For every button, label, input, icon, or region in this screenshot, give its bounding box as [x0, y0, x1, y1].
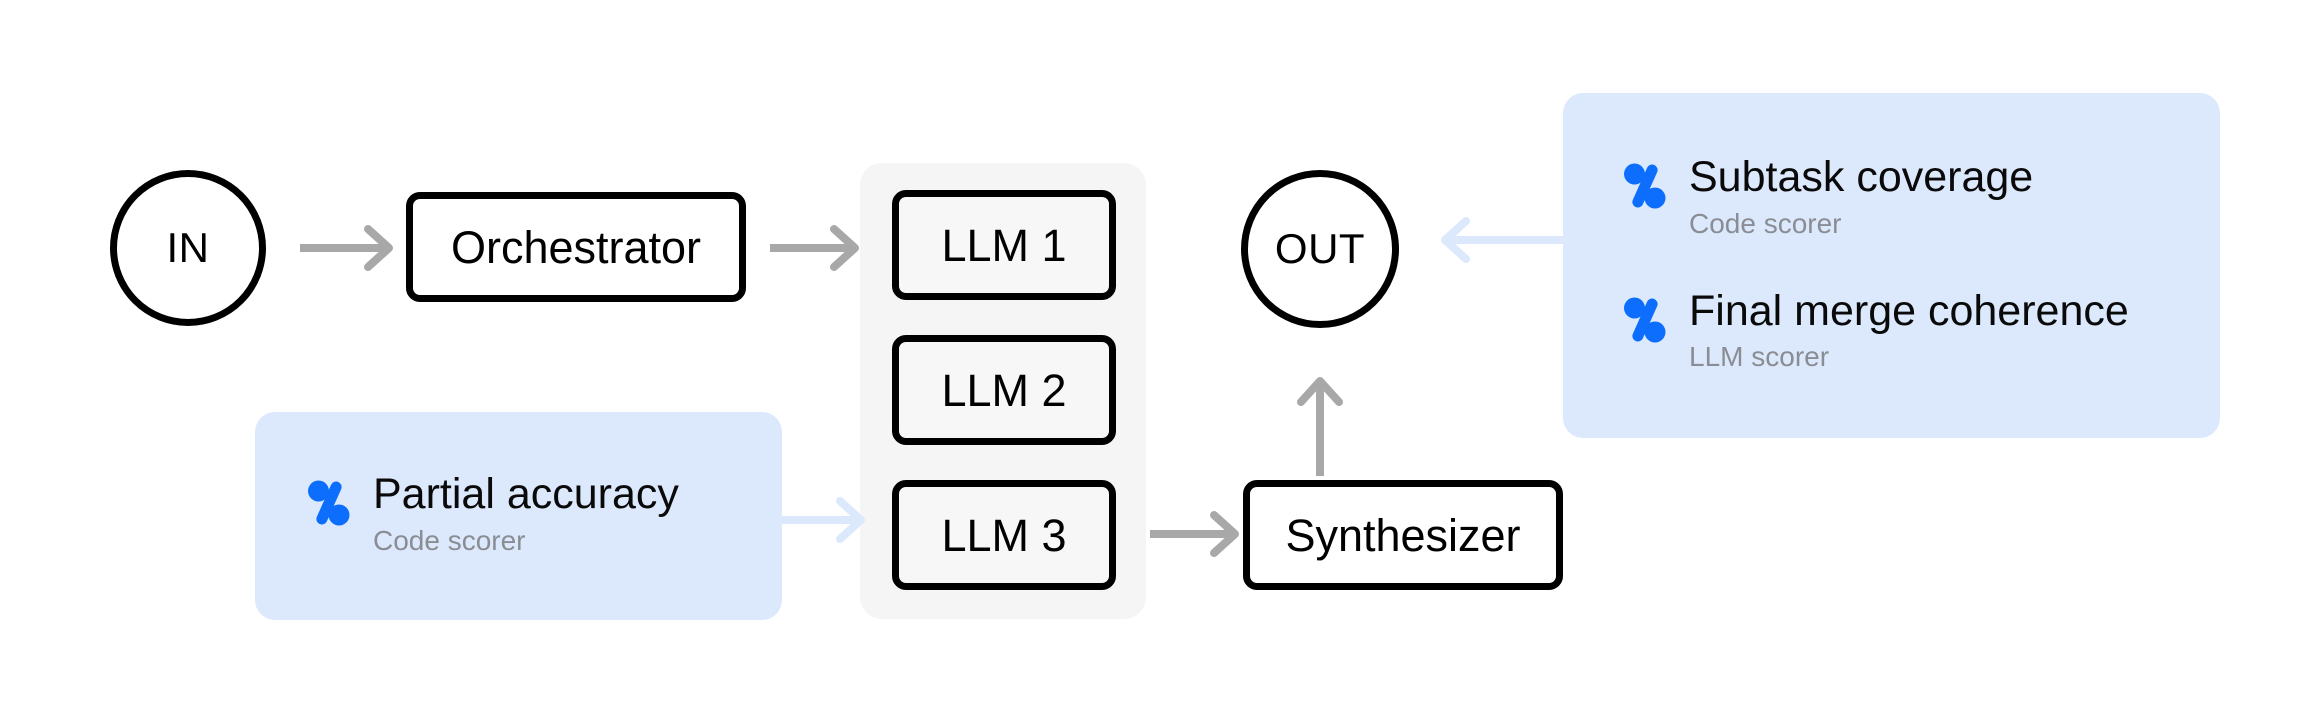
- node-llm-3[interactable]: LLM 3: [892, 480, 1116, 590]
- node-llm-2-label: LLM 2: [941, 364, 1067, 416]
- scorer-subtitle: Code scorer: [373, 524, 526, 556]
- node-out-label: OUT: [1274, 225, 1366, 272]
- connector-orchestrator-to-llm-bank: [770, 225, 866, 271]
- node-in-label: IN: [166, 224, 210, 271]
- node-synthesizer-label: Synthesizer: [1285, 509, 1521, 561]
- scorer-entry-text: Subtask coverage Code scorer: [1689, 155, 2033, 242]
- scorer-subtitle: Code scorer: [1689, 207, 1842, 239]
- node-orchestrator[interactable]: Orchestrator: [406, 192, 746, 302]
- scorer-title: Final merge coherence: [1689, 286, 2129, 335]
- scorer-card-right[interactable]: Subtask coverage Code scorer Final merge…: [1563, 93, 2220, 438]
- node-synthesizer[interactable]: Synthesizer: [1243, 480, 1563, 590]
- node-llm-1-label: LLM 1: [941, 219, 1067, 271]
- node-llm-1[interactable]: LLM 1: [892, 190, 1116, 300]
- scorer-title: Partial accuracy: [373, 470, 679, 519]
- connector-in-to-orchestrator: [300, 225, 400, 271]
- connector-right-scorer-to-out: [1432, 217, 1572, 263]
- percent-scorer-icon: [1623, 163, 1667, 209]
- scorer-title: Subtask coverage: [1689, 153, 2034, 202]
- connector-synthesizer-to-out: [1297, 372, 1343, 476]
- node-orchestrator-label: Orchestrator: [450, 221, 702, 273]
- node-llm-bank-group: LLM 1 LLM 2 LLM 3: [860, 163, 1146, 619]
- scorer-subtitle: LLM scorer: [1689, 341, 1830, 373]
- connector-llm3-to-synthesizer: [1150, 511, 1246, 557]
- scorer-entry-text: Final merge coherence LLM scorer: [1689, 286, 2129, 376]
- node-out[interactable]: OUT: [1241, 170, 1399, 328]
- node-llm-2[interactable]: LLM 2: [892, 335, 1116, 445]
- scorer-entry-final-merge-coherence[interactable]: Final merge coherence LLM scorer: [1623, 286, 2220, 376]
- node-llm-3-label: LLM 3: [941, 509, 1067, 561]
- percent-scorer-icon: [307, 480, 351, 526]
- scorer-entry-text: Partial accuracy Code scorer: [373, 472, 679, 559]
- percent-scorer-icon: [1623, 297, 1667, 343]
- scorer-entry-partial-accuracy[interactable]: Partial accuracy Code scorer: [307, 472, 782, 559]
- scorer-entry-subtask-coverage[interactable]: Subtask coverage Code scorer: [1623, 155, 2220, 242]
- node-in[interactable]: IN: [110, 170, 266, 326]
- connector-left-scorer-to-llm3: [778, 497, 870, 543]
- scorer-card-left[interactable]: Partial accuracy Code scorer: [255, 412, 782, 620]
